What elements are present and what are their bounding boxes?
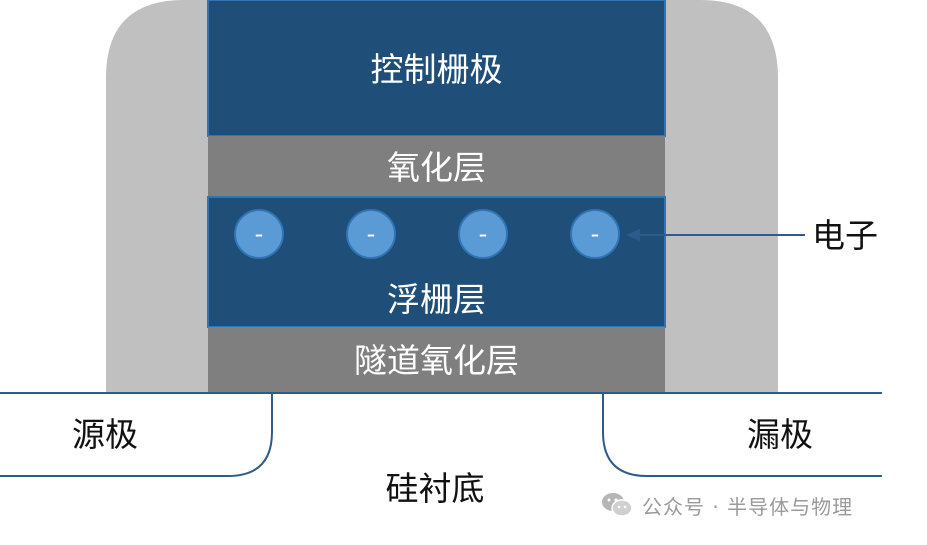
wechat-icon bbox=[602, 493, 633, 517]
electron bbox=[570, 209, 620, 259]
electron-pointer-arrowhead bbox=[626, 229, 640, 241]
source-label: 源极 bbox=[72, 415, 138, 454]
electron-annotation-label: 电子 bbox=[812, 216, 878, 255]
tunnel-oxide-label: 隧道氧化层 bbox=[354, 341, 519, 380]
watermark-text: 公众号 · 半导体与物理 bbox=[642, 494, 854, 519]
tunnel-oxide-layer bbox=[208, 327, 665, 392]
substrate-label: 硅衬底 bbox=[385, 469, 485, 508]
oxide-label: 氧化层 bbox=[387, 148, 486, 187]
electron-sign: - bbox=[366, 220, 376, 248]
control-gate bbox=[207, 0, 666, 137]
drain-junction-line bbox=[602, 393, 882, 477]
oxide-layer bbox=[208, 136, 665, 197]
electron-sign: - bbox=[478, 220, 488, 248]
electron bbox=[234, 209, 284, 259]
drain-label: 漏极 bbox=[747, 415, 813, 454]
electron bbox=[346, 209, 396, 259]
source-junction-line bbox=[0, 393, 273, 477]
electron bbox=[458, 209, 508, 259]
electron-sign: - bbox=[254, 220, 264, 248]
watermark: 公众号 · 半导体与物理 bbox=[600, 488, 853, 522]
control-gate-label: 控制栅极 bbox=[370, 50, 503, 89]
electron-sign: - bbox=[590, 220, 600, 248]
floating-gate-label: 浮栅层 bbox=[387, 280, 486, 319]
